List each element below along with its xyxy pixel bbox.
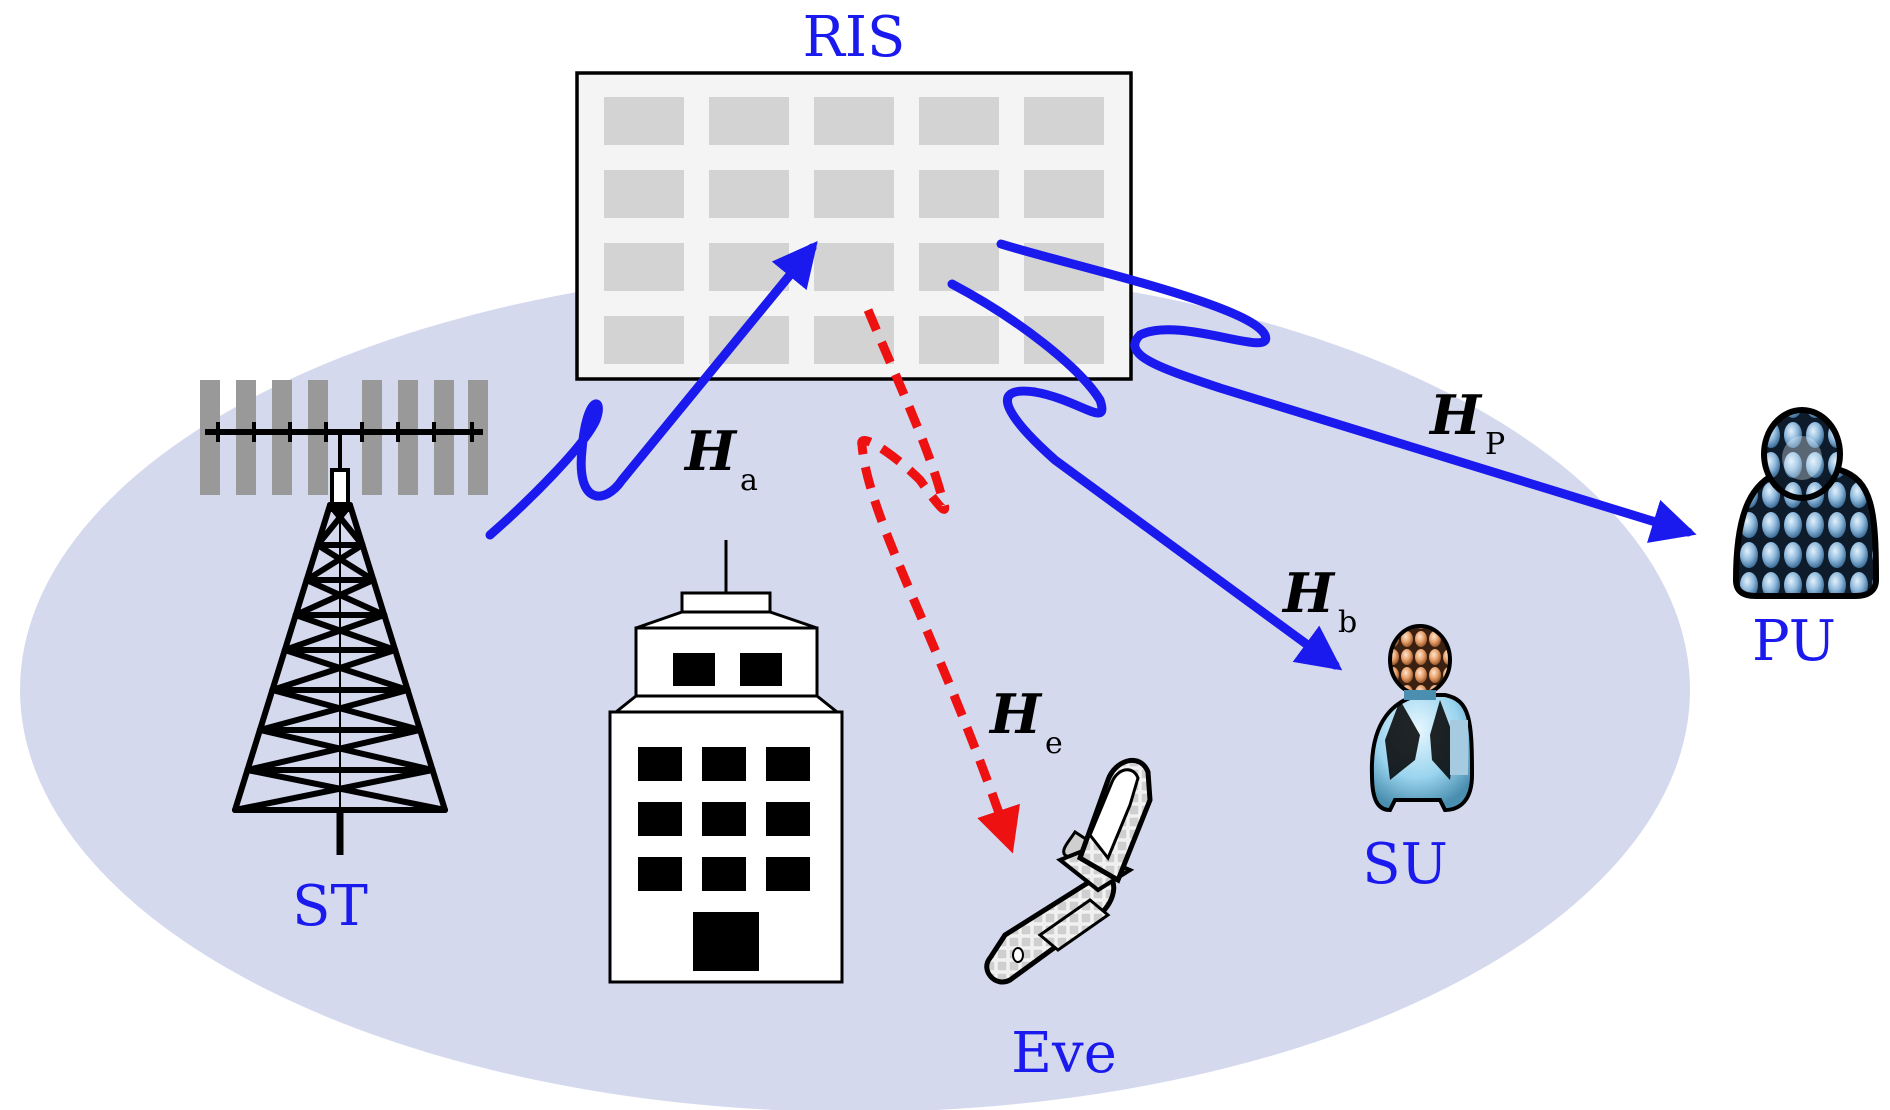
ris-element [1024,170,1104,218]
st-label: ST [292,874,368,939]
ris-element [1024,97,1104,145]
ris-label: RIS [803,5,906,70]
ris-element [919,316,999,364]
eve-label: Eve [1011,1021,1117,1086]
channel-label-ha: H a [683,419,758,498]
svg-text:H: H [1428,383,1483,447]
su-label: SU [1362,832,1448,897]
link-st-ris [485,241,818,540]
ris-element [919,97,999,145]
ris-element [814,316,894,364]
svg-text:H: H [988,682,1043,746]
mobile-phone-icon [984,758,1153,985]
link-ris-pu [996,239,1697,543]
ris-element [814,97,894,145]
ris-element [604,97,684,145]
channel-label-hb: H b [1281,561,1357,640]
su-user-icon [1369,624,1475,813]
svg-text:H: H [1281,561,1336,625]
ris-element [919,170,999,218]
pu-user-icon [1732,407,1880,599]
ris-element [709,170,789,218]
svg-text:b: b [1338,605,1357,640]
ris-element [604,170,684,218]
ris-element [814,170,894,218]
link-ris-su [947,279,1343,671]
svg-text:a: a [740,463,758,498]
channel-label-hp: H P [1428,383,1505,462]
ris-panel-icon [575,71,1133,381]
ris-element [604,316,684,364]
transmission-tower-icon [200,380,488,855]
building-icon [608,540,844,984]
pu-label: PU [1752,609,1836,674]
svg-text:H: H [683,419,738,483]
channel-label-he: H e [988,682,1063,761]
ris-element [814,243,894,291]
ris-element [604,243,684,291]
svg-text:e: e [1045,726,1063,761]
ris-element [709,97,789,145]
svg-text:P: P [1485,427,1505,462]
